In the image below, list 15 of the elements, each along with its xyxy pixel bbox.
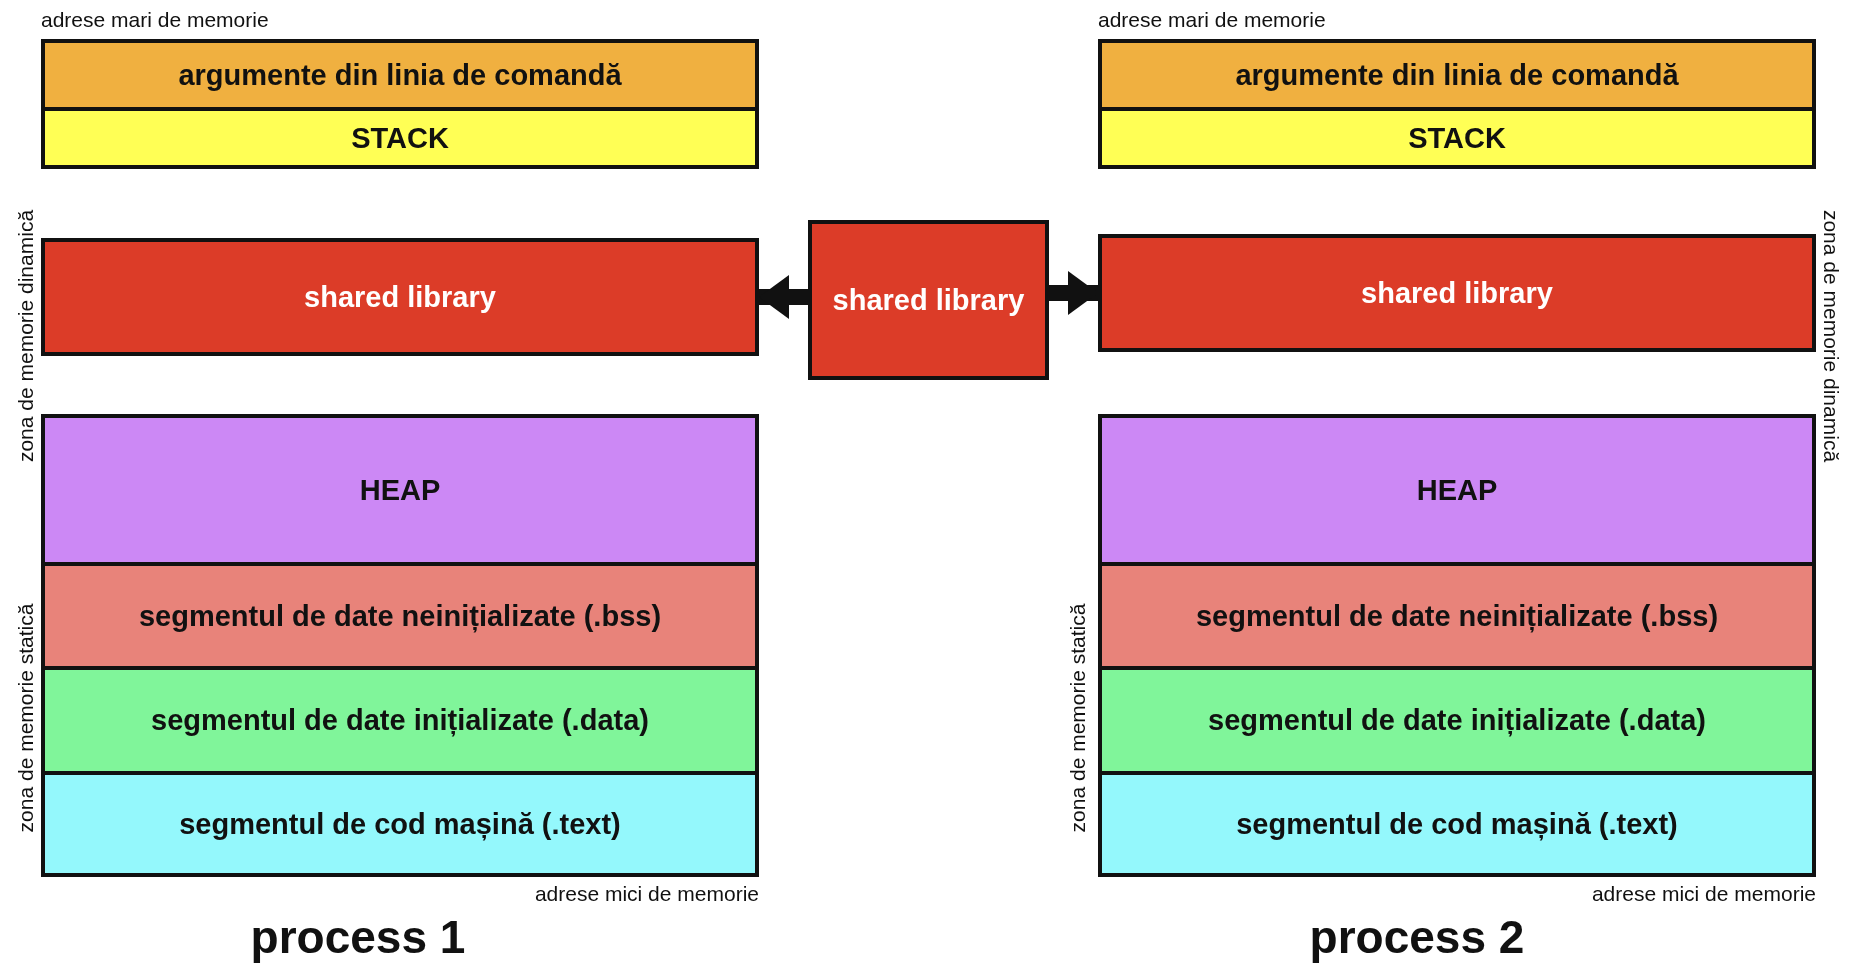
- memory-segment: shared library: [41, 238, 759, 356]
- process-title: process 1: [250, 910, 466, 964]
- address-note: adrese mici de memorie: [1591, 882, 1816, 906]
- zone-label: zona de memorie dinamică: [1819, 209, 1843, 463]
- memory-segment: shared library: [1098, 234, 1816, 352]
- arrow: [759, 275, 808, 319]
- arrow: [1049, 271, 1098, 315]
- memory-segment: shared library: [808, 220, 1049, 380]
- zone-label: zona de memorie dinamică: [14, 209, 38, 463]
- zone-label: zona de memorie statică: [14, 603, 38, 833]
- address-note: adrese mari de memorie: [1098, 8, 1326, 32]
- address-note: adrese mari de memorie: [41, 8, 269, 32]
- process-title: process 2: [1309, 910, 1525, 964]
- address-note: adrese mici de memorie: [534, 882, 759, 906]
- zone-label: zona de memorie statică: [1066, 603, 1090, 833]
